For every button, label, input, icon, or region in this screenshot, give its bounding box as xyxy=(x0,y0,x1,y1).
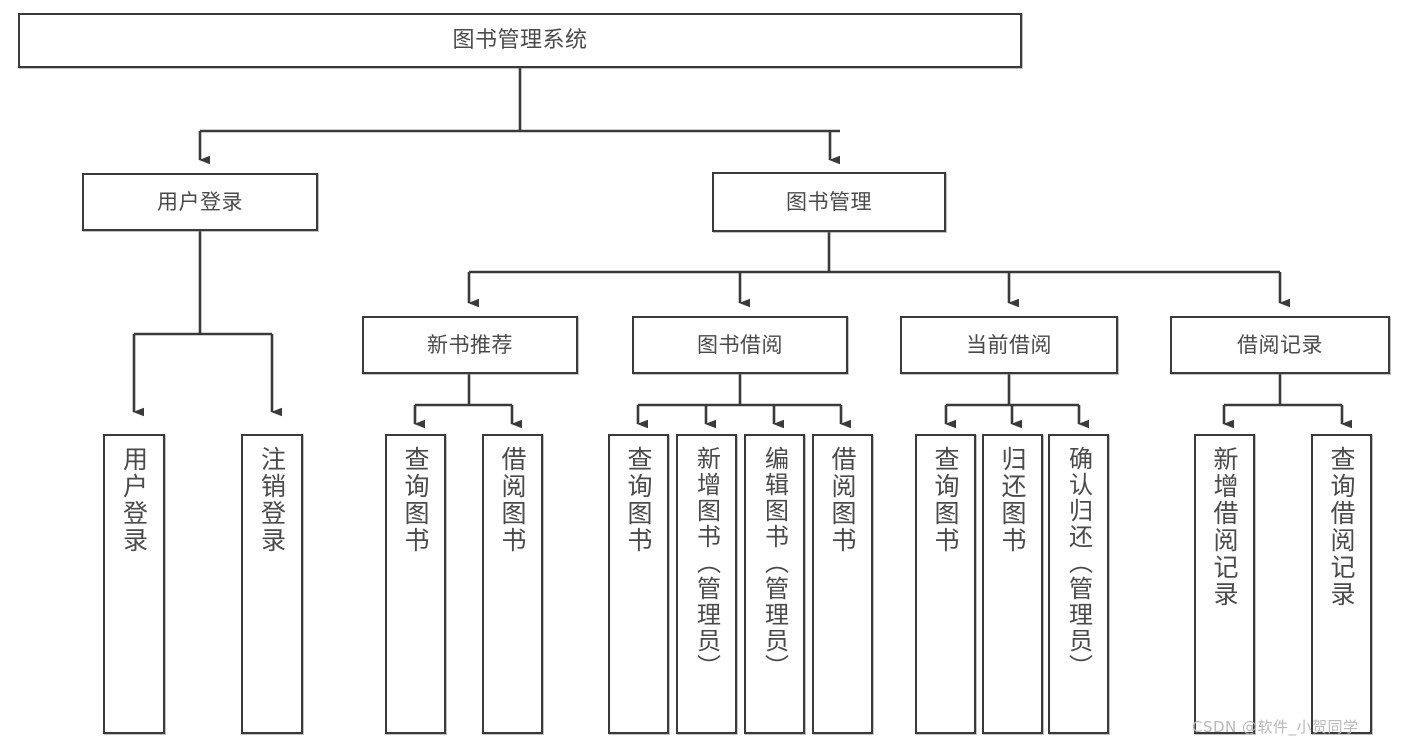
node-label: 图书管理系统 xyxy=(452,27,588,53)
node-label: 编辑图书（管理员） xyxy=(760,446,789,680)
node-label: 借阅图书 xyxy=(498,446,527,554)
node-book-management[interactable]: 图书管理 xyxy=(712,172,946,232)
leaf-borrow-edit-book-admin[interactable]: 编辑图书（管理员） xyxy=(744,434,805,734)
node-label: 新书推荐 xyxy=(427,332,513,357)
node-label: 用户登录 xyxy=(119,446,149,554)
leaf-user-login[interactable]: 用户登录 xyxy=(103,434,165,734)
node-current-borrow[interactable]: 当前借阅 xyxy=(900,316,1118,374)
node-book-borrow[interactable]: 图书借阅 xyxy=(632,316,848,374)
node-label: 查询图书 xyxy=(931,446,960,554)
node-label: 查询图书 xyxy=(624,446,653,554)
node-label: 查询图书 xyxy=(401,446,430,554)
leaf-borrow-query-book[interactable]: 查询图书 xyxy=(608,434,669,734)
node-label: 用户登录 xyxy=(157,189,243,214)
node-borrow-record[interactable]: 借阅记录 xyxy=(1170,316,1390,374)
node-label: 借阅记录 xyxy=(1237,332,1323,357)
node-label: 注销登录 xyxy=(257,446,287,554)
leaf-current-confirm-return-admin[interactable]: 确认归还（管理员） xyxy=(1048,434,1109,734)
node-label: 借阅图书 xyxy=(828,446,857,554)
leaf-current-return-book[interactable]: 归还图书 xyxy=(982,434,1043,734)
leaf-borrow-borrow-book[interactable]: 借阅图书 xyxy=(812,434,873,734)
node-label: 新增借阅记录 xyxy=(1210,446,1239,608)
node-label: 图书管理 xyxy=(786,189,872,214)
leaf-borrow-add-book-admin[interactable]: 新增图书（管理员） xyxy=(676,434,737,734)
node-label: 确认归还（管理员） xyxy=(1064,446,1093,680)
leaf-recommend-borrow-book[interactable]: 借阅图书 xyxy=(482,434,543,734)
node-label: 当前借阅 xyxy=(966,332,1052,357)
node-label: 新增图书（管理员） xyxy=(692,446,721,680)
node-root-system[interactable]: 图书管理系统 xyxy=(18,13,1022,68)
node-label: 归还图书 xyxy=(998,446,1027,554)
leaf-user-logout[interactable]: 注销登录 xyxy=(241,434,303,734)
node-user-login[interactable]: 用户登录 xyxy=(82,173,318,231)
leaf-recommend-query-book[interactable]: 查询图书 xyxy=(385,434,446,734)
csdn-watermark: CSDN @软件_小贺同学 xyxy=(1192,718,1359,736)
node-new-book-recommend[interactable]: 新书推荐 xyxy=(362,316,578,374)
node-label: 查询借阅记录 xyxy=(1327,446,1356,608)
node-label: 图书借阅 xyxy=(697,332,783,357)
leaf-record-query-borrow-record[interactable]: 查询借阅记录 xyxy=(1311,434,1372,734)
leaf-record-add-borrow-record[interactable]: 新增借阅记录 xyxy=(1194,434,1255,734)
leaf-current-query-book[interactable]: 查询图书 xyxy=(915,434,976,734)
